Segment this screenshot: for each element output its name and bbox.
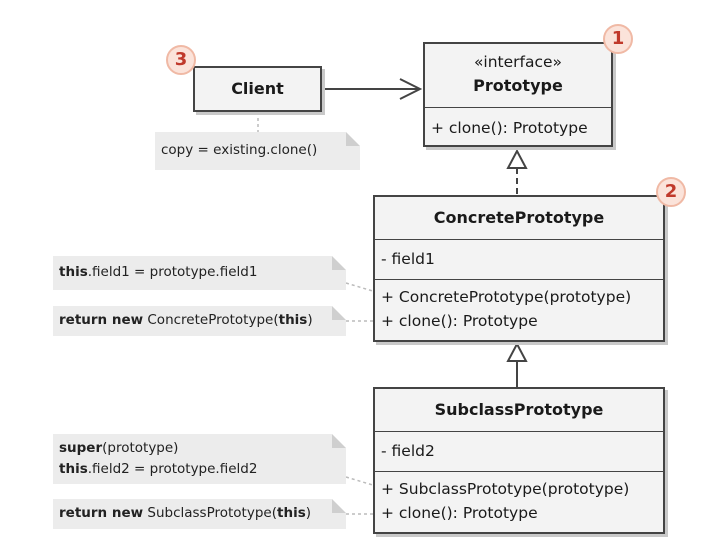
step-badge-1: 1 (603, 24, 633, 54)
concrete-prototype-fields: - field1 (375, 239, 663, 279)
client-note-text: copy = existing.clone() (161, 142, 318, 158)
subclass-prototype-method: + clone(): Prototype (381, 504, 538, 522)
concrete-prototype-method: + ConcretePrototype(prototype) (381, 288, 632, 306)
note-keyword: this (59, 264, 88, 280)
note-keyword: this (278, 312, 308, 328)
concrete-constructor-note-text: this.field1 = prototype.field1 (59, 262, 340, 283)
note-keyword: return new (59, 505, 144, 521)
inheritance-arrowhead (506, 341, 528, 362)
subclass-prototype-class-box: SubclassPrototype - field2 + SubclassPro… (373, 387, 665, 534)
concrete-clone-note: return new ConcretePrototype(this) (53, 306, 346, 336)
association-arrowhead (399, 78, 423, 100)
subclass-prototype-fields: - field2 (375, 431, 663, 471)
prototype-stereotype: «interface» (473, 53, 563, 71)
concrete-ctor-tether (345, 282, 377, 293)
subclass-prototype-title: SubclassPrototype (434, 400, 604, 419)
subclass-prototype-methods: + SubclassPrototype(prototype) + clone()… (375, 471, 663, 532)
concrete-prototype-method: + clone(): Prototype (381, 312, 538, 330)
subclass-prototype-method: + SubclassPrototype(prototype) (381, 480, 630, 498)
note-code: ) (307, 312, 313, 328)
concrete-prototype-methods: + ConcretePrototype(prototype) + clone()… (375, 279, 663, 340)
note-code: .field2 = prototype.field2 (87, 461, 258, 477)
client-title: Client (231, 79, 284, 98)
subclass-constructor-note: super(prototype) this.field2 = prototype… (53, 434, 346, 484)
subclass-constructor-note-line: super(prototype) (59, 438, 340, 459)
concrete-prototype-title: ConcretePrototype (433, 208, 605, 227)
prototype-methods: + clone(): Prototype (425, 107, 611, 145)
subclass-clone-note: return new SubclassPrototype(this) (53, 499, 346, 529)
note-keyword: return new (59, 312, 144, 328)
note-keyword: super (59, 440, 103, 456)
concrete-constructor-note: this.field1 = prototype.field1 (53, 256, 346, 290)
subclass-prototype-field: - field2 (381, 442, 435, 460)
note-keyword: this (59, 461, 88, 477)
prototype-method: + clone(): Prototype (431, 119, 588, 137)
note-code: (prototype) (102, 440, 179, 456)
note-code: ) (305, 505, 312, 521)
prototype-class-box: «interface» Prototype + clone(): Prototy… (423, 42, 613, 147)
note-code: .field1 = prototype.field1 (87, 264, 258, 280)
subclass-constructor-note-line: this.field2 = prototype.field2 (59, 459, 340, 480)
concrete-prototype-class-box: ConcretePrototype - field1 + ConcretePro… (373, 195, 665, 342)
concrete-clone-note-text: return new ConcretePrototype(this) (59, 310, 340, 331)
client-class-box: Client (193, 66, 322, 112)
step-badge-3: 3 (166, 45, 196, 75)
note-keyword: this (277, 505, 306, 521)
subclass-clone-note-text: return new SubclassPrototype(this) (59, 503, 340, 524)
prototype-title: Prototype (473, 76, 563, 95)
client-note: copy = existing.clone() (155, 132, 360, 170)
prototype-header: «interface» Prototype (425, 44, 611, 112)
realization-arrowhead (506, 148, 528, 169)
subclass-ctor-tether (345, 476, 377, 487)
note-code: SubclassPrototype( (143, 505, 277, 521)
concrete-prototype-field: - field1 (381, 250, 435, 268)
step-badge-2: 2 (656, 177, 686, 207)
note-code: ConcretePrototype( (143, 312, 279, 328)
